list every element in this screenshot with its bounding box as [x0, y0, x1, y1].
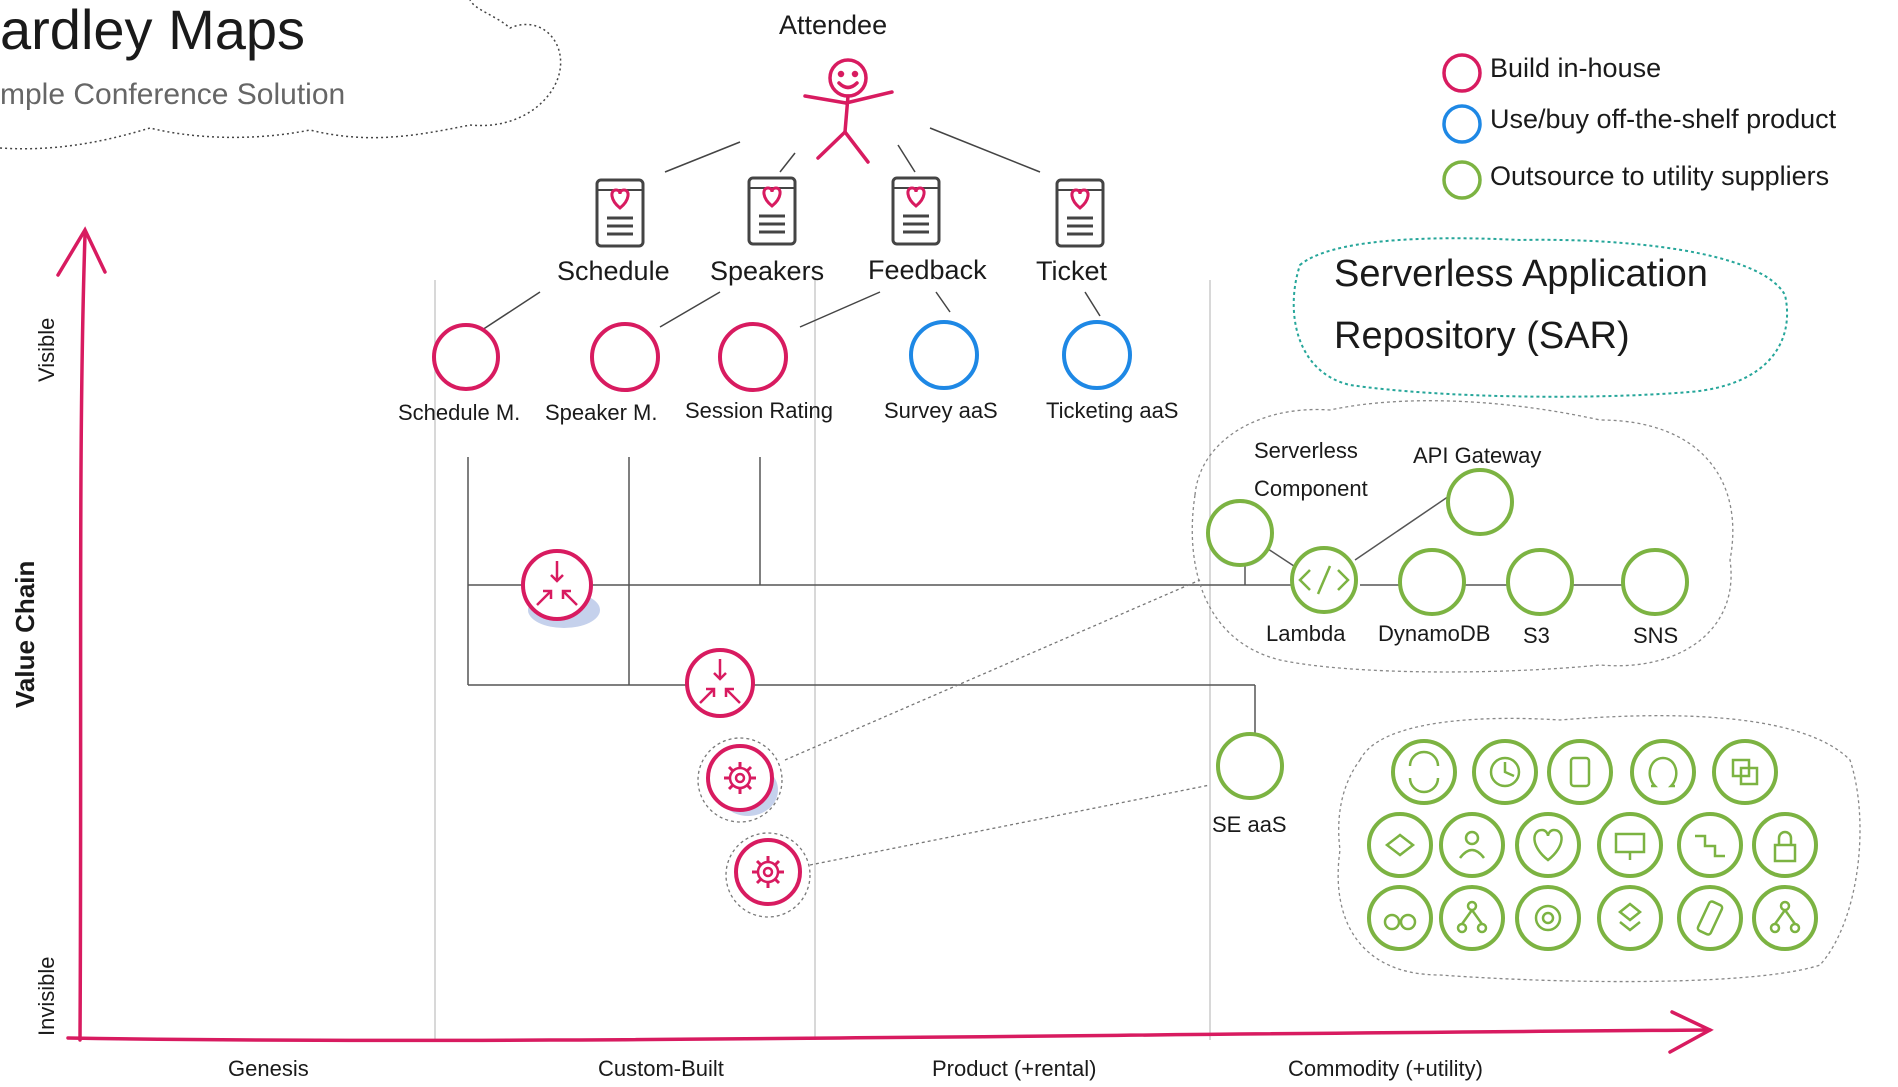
se-aas-node[interactable]: [1216, 732, 1284, 800]
need-schedule-doc-icon: [595, 178, 645, 248]
legend-outsource-marker: [1442, 160, 1482, 200]
legend-build-label: Build in-house: [1490, 53, 1662, 83]
attendee-figure: [803, 58, 894, 164]
legend-build-marker: [1442, 53, 1482, 93]
workflow-icon[interactable]: [1367, 812, 1433, 878]
pipeline-node-1[interactable]: [706, 744, 774, 812]
pipeline-ring-2: [725, 832, 811, 918]
dynamodb-node[interactable]: [1398, 548, 1466, 616]
need-schedule-label: Schedule: [557, 256, 670, 286]
legend-outsource-label: Outsource to utility suppliers: [1490, 161, 1830, 191]
binoculars-icon[interactable]: [1367, 885, 1433, 951]
api-gateway-label: API Gateway: [1413, 443, 1542, 468]
broken-heart-icon[interactable]: [1515, 812, 1581, 878]
pipeline-node-2[interactable]: [734, 838, 802, 906]
need-feedback-doc-icon: [891, 176, 941, 246]
layers-icon[interactable]: [1597, 885, 1663, 951]
utility-icon-grid: [1367, 739, 1818, 951]
map-title: ardley Maps: [0, 0, 306, 61]
sar-boundary: [1292, 237, 1789, 398]
stage-custom-built-label: Custom-Built: [598, 1056, 724, 1081]
utility-icon-glyphs: [1383, 750, 1801, 936]
need-ticket-label: Ticket: [1036, 256, 1108, 286]
speaker-m-label: Speaker M.: [545, 400, 658, 425]
refresh-icon[interactable]: [1391, 739, 1457, 805]
dynamodb-label: DynamoDB: [1378, 621, 1491, 646]
api-gateway-node[interactable]: [1446, 468, 1514, 536]
stage-dividers: [434, 280, 1211, 1040]
legend-markers: [1442, 53, 1482, 200]
omega-icon[interactable]: [1630, 739, 1696, 805]
network-icon[interactable]: [1752, 885, 1818, 951]
need-feedback-label: Feedback: [868, 255, 987, 285]
utility-icon-cluster-boundary: [1337, 715, 1861, 983]
serverless-component-label-2: Component: [1254, 476, 1368, 501]
se-aas-label: SE aaS: [1212, 812, 1287, 837]
survey-aas-node[interactable]: [909, 320, 979, 390]
need-speakers-label: Speakers: [710, 256, 825, 286]
lambda-label: Lambda: [1266, 621, 1346, 646]
user-need-links: [481, 127, 1101, 331]
session-rating-label: Session Rating: [685, 398, 833, 423]
legend-buy-marker: [1442, 104, 1482, 144]
sns-node[interactable]: [1621, 548, 1689, 616]
session-rating-node[interactable]: [718, 322, 788, 392]
s3-label: S3: [1523, 623, 1550, 648]
windows-icon[interactable]: [1712, 739, 1778, 805]
serverless-component-label-1: Serverless: [1254, 438, 1358, 463]
pipeline-ring-1: [697, 737, 783, 823]
monitor-icon[interactable]: [1597, 812, 1663, 878]
dependency-lines: [467, 457, 1655, 740]
pipeline-links: [784, 579, 1211, 866]
sns-label: SNS: [1633, 623, 1679, 648]
hierarchy-icon[interactable]: [1439, 885, 1505, 951]
need-speakers-doc-icon: [747, 176, 797, 246]
settings-icon[interactable]: [1515, 885, 1581, 951]
ticketing-aas-node[interactable]: [1062, 320, 1132, 390]
map-subtitle: mple Conference Solution: [0, 78, 346, 111]
speaker-m-node[interactable]: [590, 322, 660, 392]
schedule-m-label: Schedule M.: [398, 400, 521, 425]
serverless-cluster-boundary: [1191, 400, 1734, 673]
sar-label-line2: Repository (SAR): [1334, 315, 1630, 357]
s3-node[interactable]: [1506, 548, 1574, 616]
stage-product-label: Product (+rental): [932, 1056, 1097, 1081]
phone-icon[interactable]: [1677, 885, 1743, 951]
axes: [56, 226, 1714, 1054]
lambda-code-icon: [1298, 565, 1350, 595]
legend-buy-label: Use/buy off-the-shelf product: [1490, 104, 1837, 134]
user-label: Attendee: [779, 10, 888, 40]
survey-aas-label: Survey aaS: [884, 398, 998, 423]
y-axis-top-label: Visible: [34, 317, 59, 382]
database-icon[interactable]: [1547, 739, 1613, 805]
schedule-m-node[interactable]: [432, 323, 500, 391]
y-axis-bottom-label: Invisible: [34, 956, 59, 1036]
ticketing-aas-label: Ticketing aaS: [1046, 398, 1179, 423]
sar-label-line1: Serverless Application: [1334, 253, 1708, 295]
stage-commodity-label: Commodity (+utility): [1288, 1056, 1483, 1081]
serverless-component-node[interactable]: [1206, 499, 1274, 567]
need-ticket-doc-icon: [1055, 178, 1105, 248]
y-axis-label: Value Chain: [10, 560, 40, 708]
stage-genesis-label: Genesis: [228, 1056, 309, 1081]
